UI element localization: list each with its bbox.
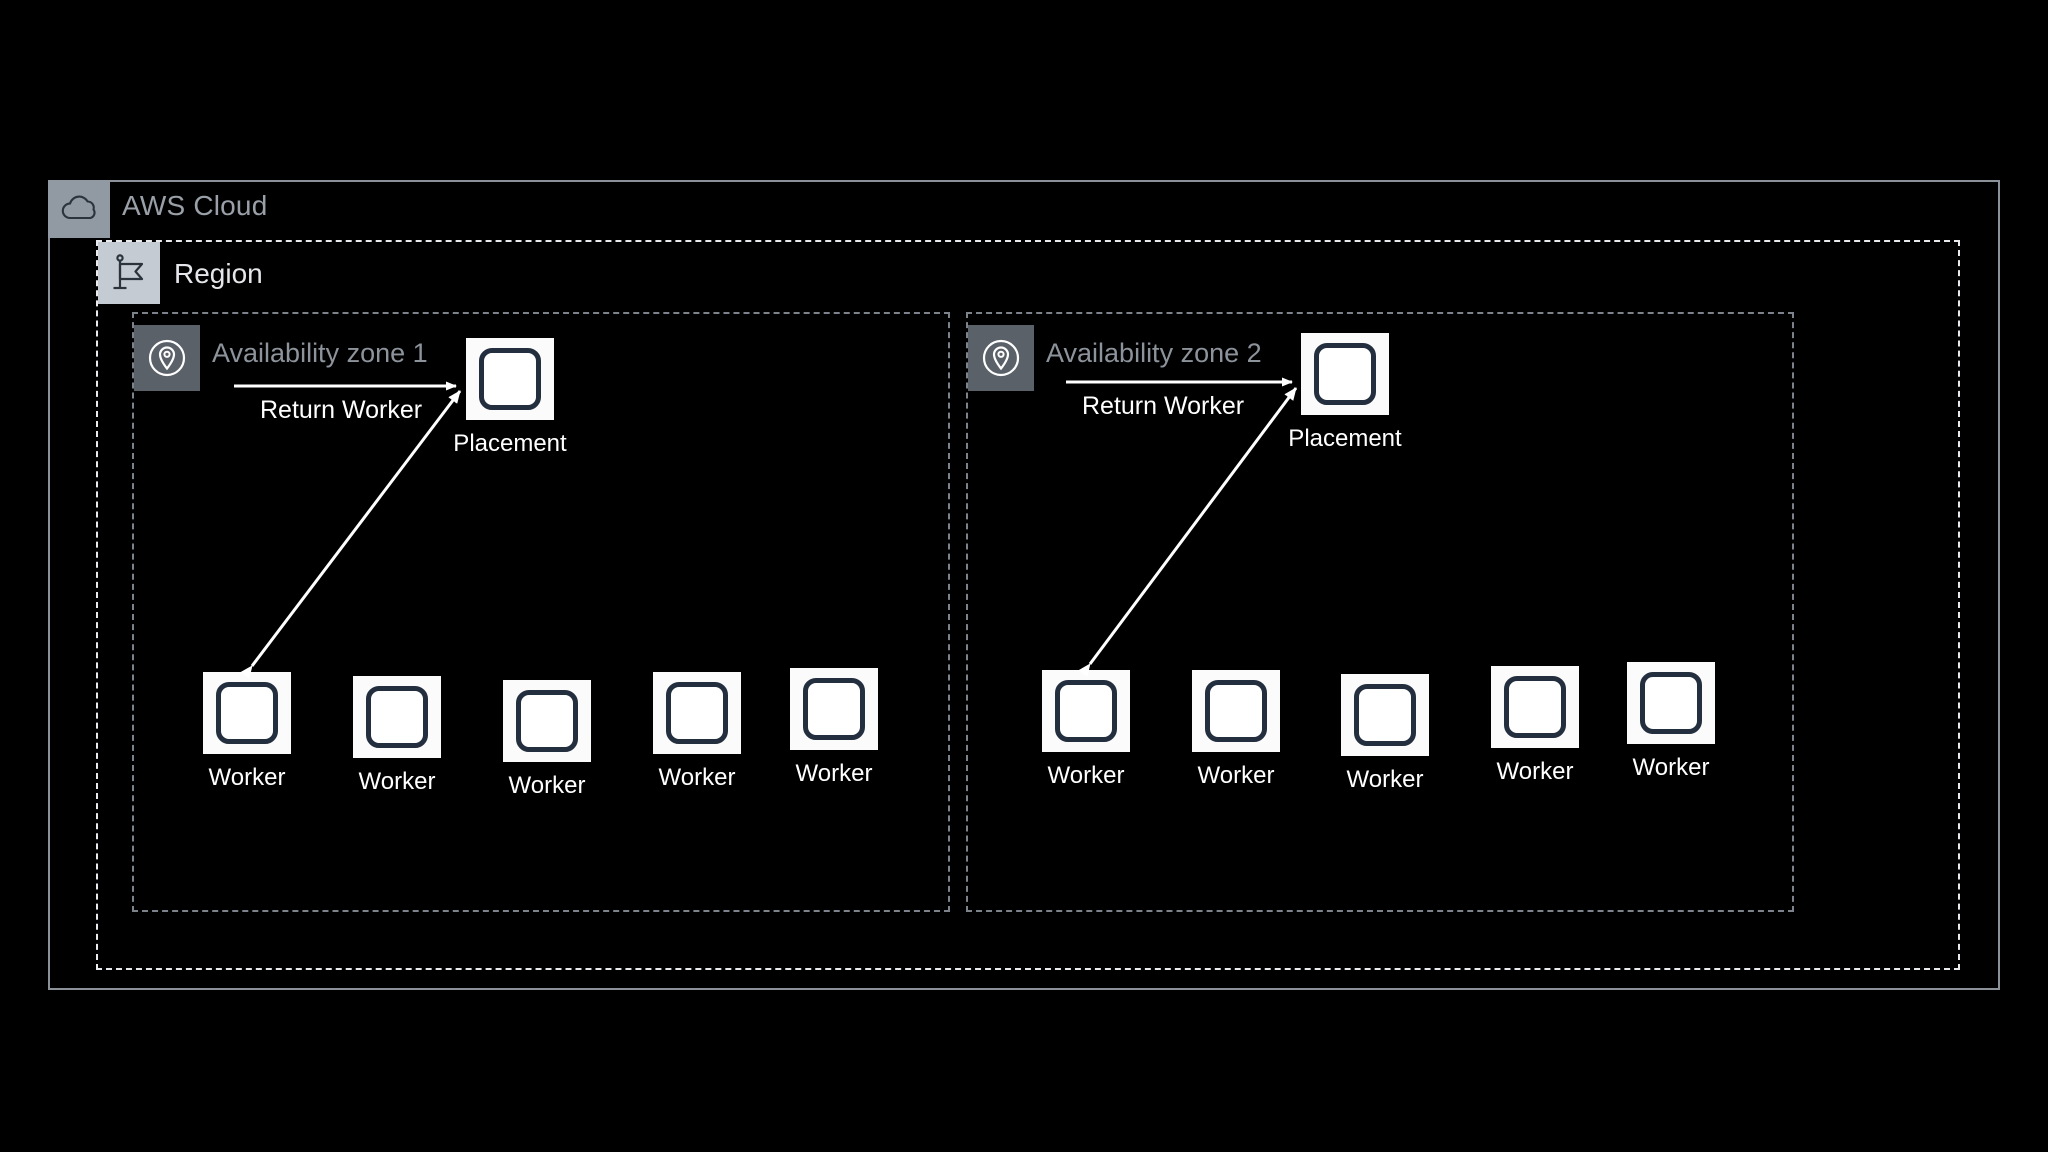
- node-glyph: [1354, 684, 1416, 746]
- worker-node-az2-4[interactable]: Worker: [1491, 666, 1579, 785]
- placement-node-az2[interactable]: Placement: [1288, 333, 1402, 452]
- node-glyph: [1640, 672, 1702, 734]
- node-tile: [353, 676, 441, 758]
- availability-zone-1-label: Availability zone 1: [212, 338, 428, 368]
- worker-caption: Worker: [658, 764, 736, 791]
- worker-caption: Worker: [1496, 758, 1574, 785]
- return-worker-label-az2: Return Worker: [1082, 392, 1245, 420]
- region-label: Region: [174, 258, 263, 289]
- flag-icon: [98, 242, 160, 304]
- node-glyph: [803, 678, 865, 740]
- worker-caption: Worker: [1197, 762, 1275, 789]
- worker-caption: Worker: [1632, 754, 1710, 781]
- worker-caption: Worker: [795, 760, 873, 787]
- worker-caption: Worker: [1346, 766, 1424, 793]
- worker-node-az1-1[interactable]: Worker: [203, 672, 291, 791]
- node-glyph: [516, 690, 578, 752]
- worker-node-az1-2[interactable]: Worker: [353, 676, 441, 795]
- node-tile: [1341, 674, 1429, 756]
- worker-caption: Worker: [1047, 762, 1125, 789]
- node-glyph: [479, 348, 541, 410]
- node-tile: [790, 668, 878, 750]
- node-glyph: [366, 686, 428, 748]
- aws-cloud-container: [48, 180, 2000, 990]
- node-tile: [1192, 670, 1280, 752]
- worker-node-az2-5[interactable]: Worker: [1627, 662, 1715, 781]
- worker-node-az1-4[interactable]: Worker: [653, 672, 741, 791]
- node-tile: [1491, 666, 1579, 748]
- region-container: [96, 240, 1960, 970]
- worker-node-az1-3[interactable]: Worker: [503, 680, 591, 799]
- placement-node-az1[interactable]: Placement: [453, 338, 567, 457]
- node-glyph: [666, 682, 728, 744]
- node-tile: [1627, 662, 1715, 744]
- node-glyph: [1055, 680, 1117, 742]
- node-tile: [653, 672, 741, 754]
- node-glyph: [1314, 343, 1376, 405]
- worker-node-az2-3[interactable]: Worker: [1341, 674, 1429, 793]
- placement-caption: Placement: [453, 430, 567, 457]
- node-glyph: [216, 682, 278, 744]
- placement-caption: Placement: [1288, 425, 1402, 452]
- node-tile: [503, 680, 591, 762]
- node-tile: [1042, 670, 1130, 752]
- node-tile: [466, 338, 554, 420]
- location-pin-icon: [134, 325, 200, 391]
- worker-caption: Worker: [208, 764, 286, 791]
- footer: SUMMIT SEOUL © 2019, Amazon Web Services…: [0, 1012, 2048, 1152]
- node-tile: [1301, 333, 1389, 415]
- worker-caption: Worker: [358, 768, 436, 795]
- availability-zone-2-container: [966, 312, 1794, 912]
- location-pin-icon: [968, 325, 1034, 391]
- worker-caption: Worker: [508, 772, 586, 799]
- availability-zone-1-container: [132, 312, 950, 912]
- worker-node-az2-1[interactable]: Worker: [1042, 670, 1130, 789]
- aws-cloud-label: AWS Cloud: [122, 190, 268, 221]
- node-glyph: [1504, 676, 1566, 738]
- availability-zone-2-label: Availability zone 2: [1046, 338, 1262, 368]
- node-tile: [203, 672, 291, 754]
- return-worker-label-az1: Return Worker: [260, 396, 423, 424]
- worker-node-az2-2[interactable]: Worker: [1192, 670, 1280, 789]
- worker-node-az1-5[interactable]: Worker: [790, 668, 878, 787]
- cloud-icon: [48, 180, 110, 238]
- node-glyph: [1205, 680, 1267, 742]
